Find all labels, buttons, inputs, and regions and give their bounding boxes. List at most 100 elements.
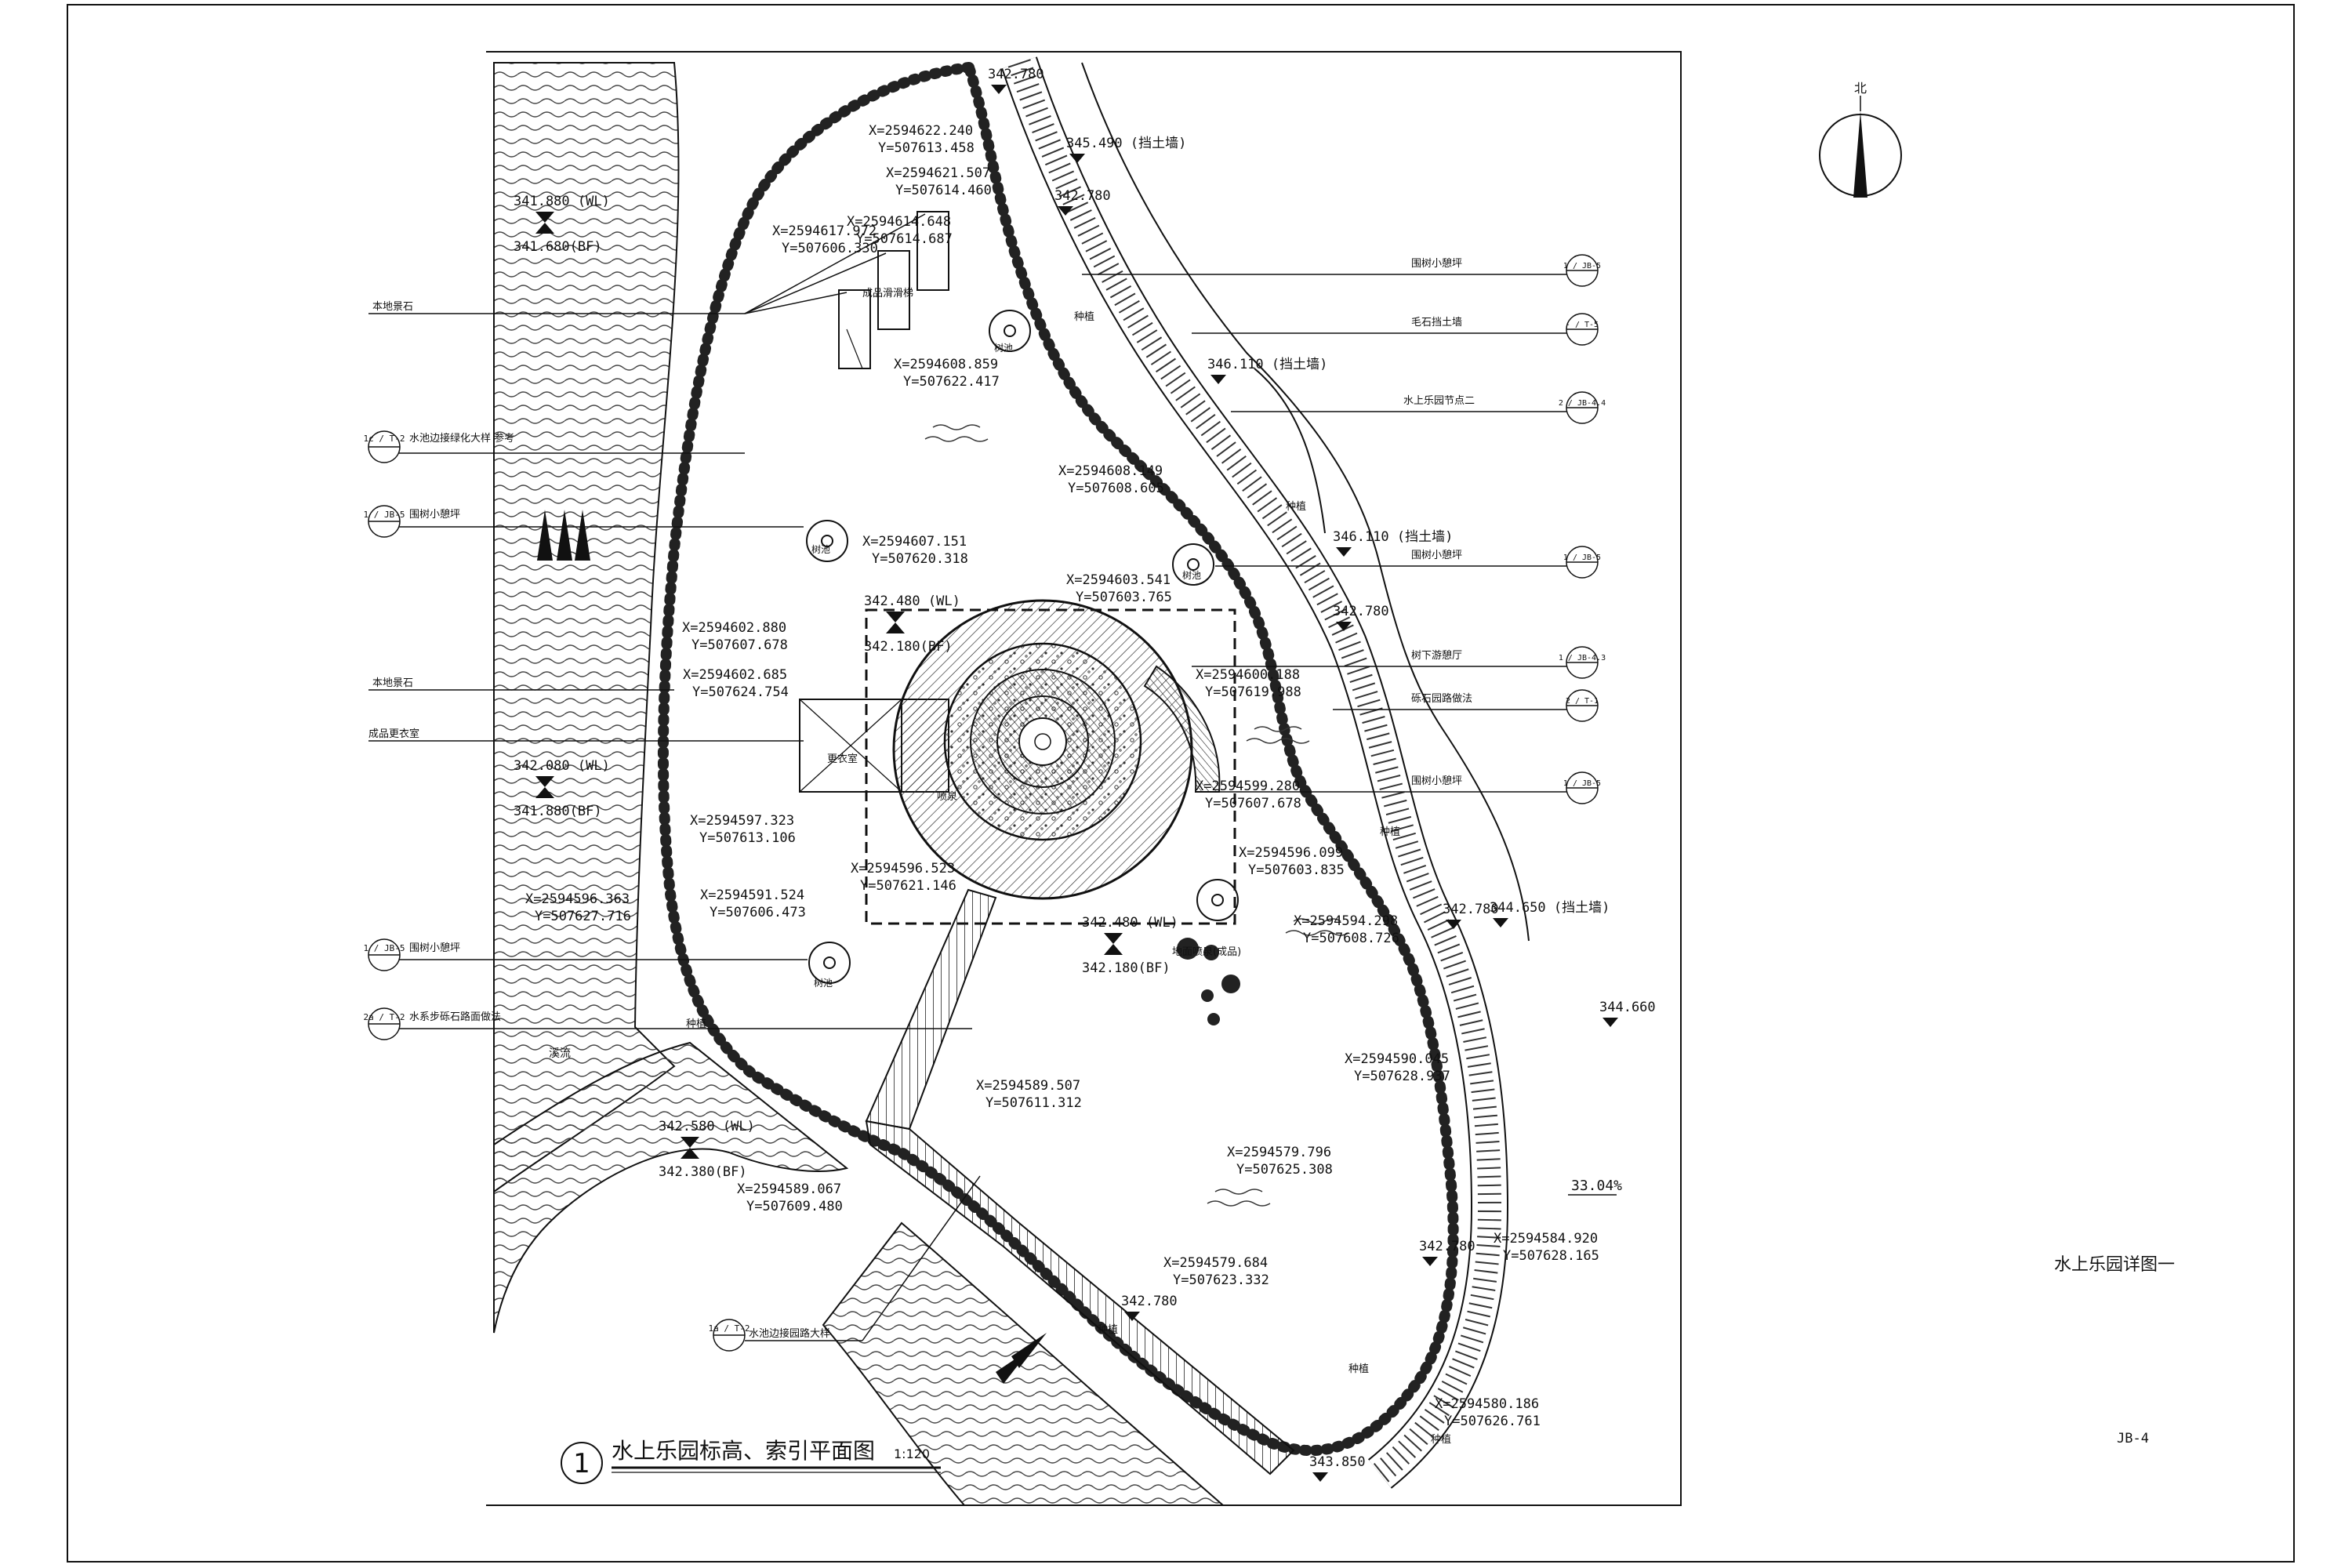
level-symbol xyxy=(886,612,905,633)
gravel-path-fill xyxy=(1003,57,1508,1488)
coord-x-label: X=2594602.685 xyxy=(683,667,787,683)
coord-x-label: X=2594596.099 xyxy=(1239,845,1343,861)
elevation-marker xyxy=(1422,1257,1438,1266)
fountain-label: 喷泉 xyxy=(937,790,957,803)
right-callout-ref: 1 / JB-5 xyxy=(1563,262,1601,270)
coord-x-label: X=2594614.648 xyxy=(847,214,951,230)
elevation-marker xyxy=(1336,547,1352,557)
left-leaders xyxy=(368,213,981,1341)
title-block: 1 水上乐园标高、索引平面图 1:120 xyxy=(561,1438,941,1484)
slide-label: 成品滑滑梯 xyxy=(862,288,913,299)
drawing-title: 水上乐园标高、索引平面图 xyxy=(612,1438,875,1464)
coordinate-labels: X=2594622.240Y=507613.458X=2594621.507Y=… xyxy=(525,123,1599,1429)
elevation-label: 344.650 (挡土墙) xyxy=(1490,900,1610,916)
coord-y-label: Y=507611.312 xyxy=(985,1095,1082,1111)
bottom-level-label: 342.380(BF) xyxy=(659,1164,747,1180)
level-symbol xyxy=(535,212,554,234)
retaining-wall-line xyxy=(1081,62,1530,942)
elevation-label: 346.110 (挡土墙) xyxy=(1333,529,1453,545)
coord-y-label: Y=507606.473 xyxy=(710,905,806,920)
coord-x-label: X=2594591.524 xyxy=(700,887,804,903)
coord-y-label: Y=507608.605 xyxy=(1068,481,1164,496)
coord-y-label: Y=507625.308 xyxy=(1236,1162,1333,1178)
sheet-code: JB-4 xyxy=(2117,1431,2149,1446)
elevation-marker xyxy=(991,85,1007,94)
coord-x-label: X=2594617.972 xyxy=(772,223,877,239)
north-label: 北 xyxy=(1854,81,1867,96)
bottom-level-label: 342.180(BF) xyxy=(864,639,953,655)
fountain xyxy=(1018,717,1067,766)
elevation-label: 342.780 xyxy=(1054,188,1111,204)
left-callout-label: 水池边接绿化大样 参考 xyxy=(409,432,514,445)
coord-y-label: Y=507614.460 xyxy=(895,183,992,198)
coord-x-label: X=2594608.149 xyxy=(1058,463,1163,479)
left-callout-ref: 1 / JB-5 xyxy=(364,943,405,953)
right-callout-label: 围树小憩坪 xyxy=(1411,549,1462,561)
tree-label-3: 树池 xyxy=(1182,569,1201,581)
left-callout-ref: 1a / T-2 xyxy=(709,1323,750,1334)
plant-label-7: 种植 xyxy=(686,1018,706,1030)
bottom-level-label: 342.180(BF) xyxy=(1082,960,1171,976)
coord-x-label: X=2594596.363 xyxy=(525,891,630,907)
plant-label-6: 种植 xyxy=(1431,1434,1451,1446)
elevation-label: 345.490 (挡土墙) xyxy=(1066,136,1186,151)
coord-y-label: Y=507627.716 xyxy=(535,909,631,924)
slide-2 xyxy=(877,250,910,330)
bottom-level-label: 341.880(BF) xyxy=(514,804,602,819)
coord-x-label: X=2594589.067 xyxy=(737,1181,841,1197)
elevation-label: 346.110 (挡土墙) xyxy=(1207,357,1327,372)
coord-y-label: Y=507622.417 xyxy=(903,374,1000,390)
coord-y-label: Y=507613.106 xyxy=(699,830,796,846)
right-callout-ref: - / T-5 xyxy=(1566,321,1599,329)
tree-label-1: 树池 xyxy=(811,543,830,555)
coord-x-label: X=2594579.684 xyxy=(1163,1255,1268,1271)
elevation-marker xyxy=(1069,154,1085,163)
level-symbol xyxy=(681,1137,699,1159)
bottom-level-label: 341.680(BF) xyxy=(514,239,602,255)
left-callout-label: 成品更衣室 xyxy=(368,728,419,740)
plant-label-2: 种植 xyxy=(1286,501,1306,513)
right-callout-ref: 1 / JB-5 xyxy=(1563,779,1601,788)
coord-x-label: X=2594584.920 xyxy=(1494,1231,1598,1247)
right-callout-ref: 1 / JB-4.3 xyxy=(1559,654,1606,662)
river-upper xyxy=(493,62,680,1193)
elevation-marker xyxy=(1210,375,1226,384)
coord-y-label: Y=507613.458 xyxy=(878,140,975,156)
coord-x-label: X=2594594.298 xyxy=(1294,913,1398,929)
coord-x-label: X=2594590.045 xyxy=(1345,1051,1449,1067)
coord-x-label: X=2594603.541 xyxy=(1066,572,1171,588)
plant-label-5: 种植 xyxy=(1348,1363,1369,1375)
river-lower xyxy=(822,1221,1225,1506)
drawing-scale: 1:120 xyxy=(894,1446,930,1461)
boardwalk-lower xyxy=(865,1120,1295,1475)
right-callout-label: 围树小憩坪 xyxy=(1411,257,1462,270)
coord-y-label: Y=507607.678 xyxy=(1205,796,1301,811)
coord-x-label: X=2594597.323 xyxy=(690,813,794,829)
elevation-label: 342.780 xyxy=(1443,902,1499,917)
coord-x-label: X=2594607.151 xyxy=(862,534,967,550)
coord-x-label: X=2594602.880 xyxy=(682,620,786,636)
right-callout-label: 树下游憩厅 xyxy=(1411,649,1462,662)
elevation-label: 342.780 xyxy=(1121,1294,1178,1309)
right-callout-bubbles xyxy=(1566,254,1599,804)
coord-y-label: Y=507607.678 xyxy=(691,637,788,653)
slide-3 xyxy=(916,211,949,291)
elevation-marker xyxy=(1493,918,1508,927)
water-level-label: 342.480 (WL) xyxy=(864,593,960,609)
elevation-marker xyxy=(1124,1312,1140,1321)
left-callout-ref: 1c / T-2 xyxy=(364,434,405,444)
coord-x-label: X=2594600.188 xyxy=(1196,667,1300,683)
right-callout-ref: 1 / JB-5 xyxy=(1563,554,1601,562)
drawing-number: 1 xyxy=(573,1448,590,1479)
coord-y-label: Y=507628.165 xyxy=(1503,1248,1599,1264)
ground-jets xyxy=(1177,938,1240,1025)
coord-y-label: Y=507624.754 xyxy=(692,684,789,700)
flow-arrows xyxy=(537,510,1047,1384)
coord-x-label: X=2594622.240 xyxy=(869,123,973,139)
coord-x-label: X=2594608.859 xyxy=(894,357,998,372)
coord-y-label: Y=507623.332 xyxy=(1173,1272,1269,1288)
coord-y-label: Y=507626.761 xyxy=(1444,1414,1541,1429)
ground-jet-label: 地面喷泉(成品) xyxy=(1172,946,1241,958)
elevation-label: 342.780 xyxy=(1333,604,1389,619)
